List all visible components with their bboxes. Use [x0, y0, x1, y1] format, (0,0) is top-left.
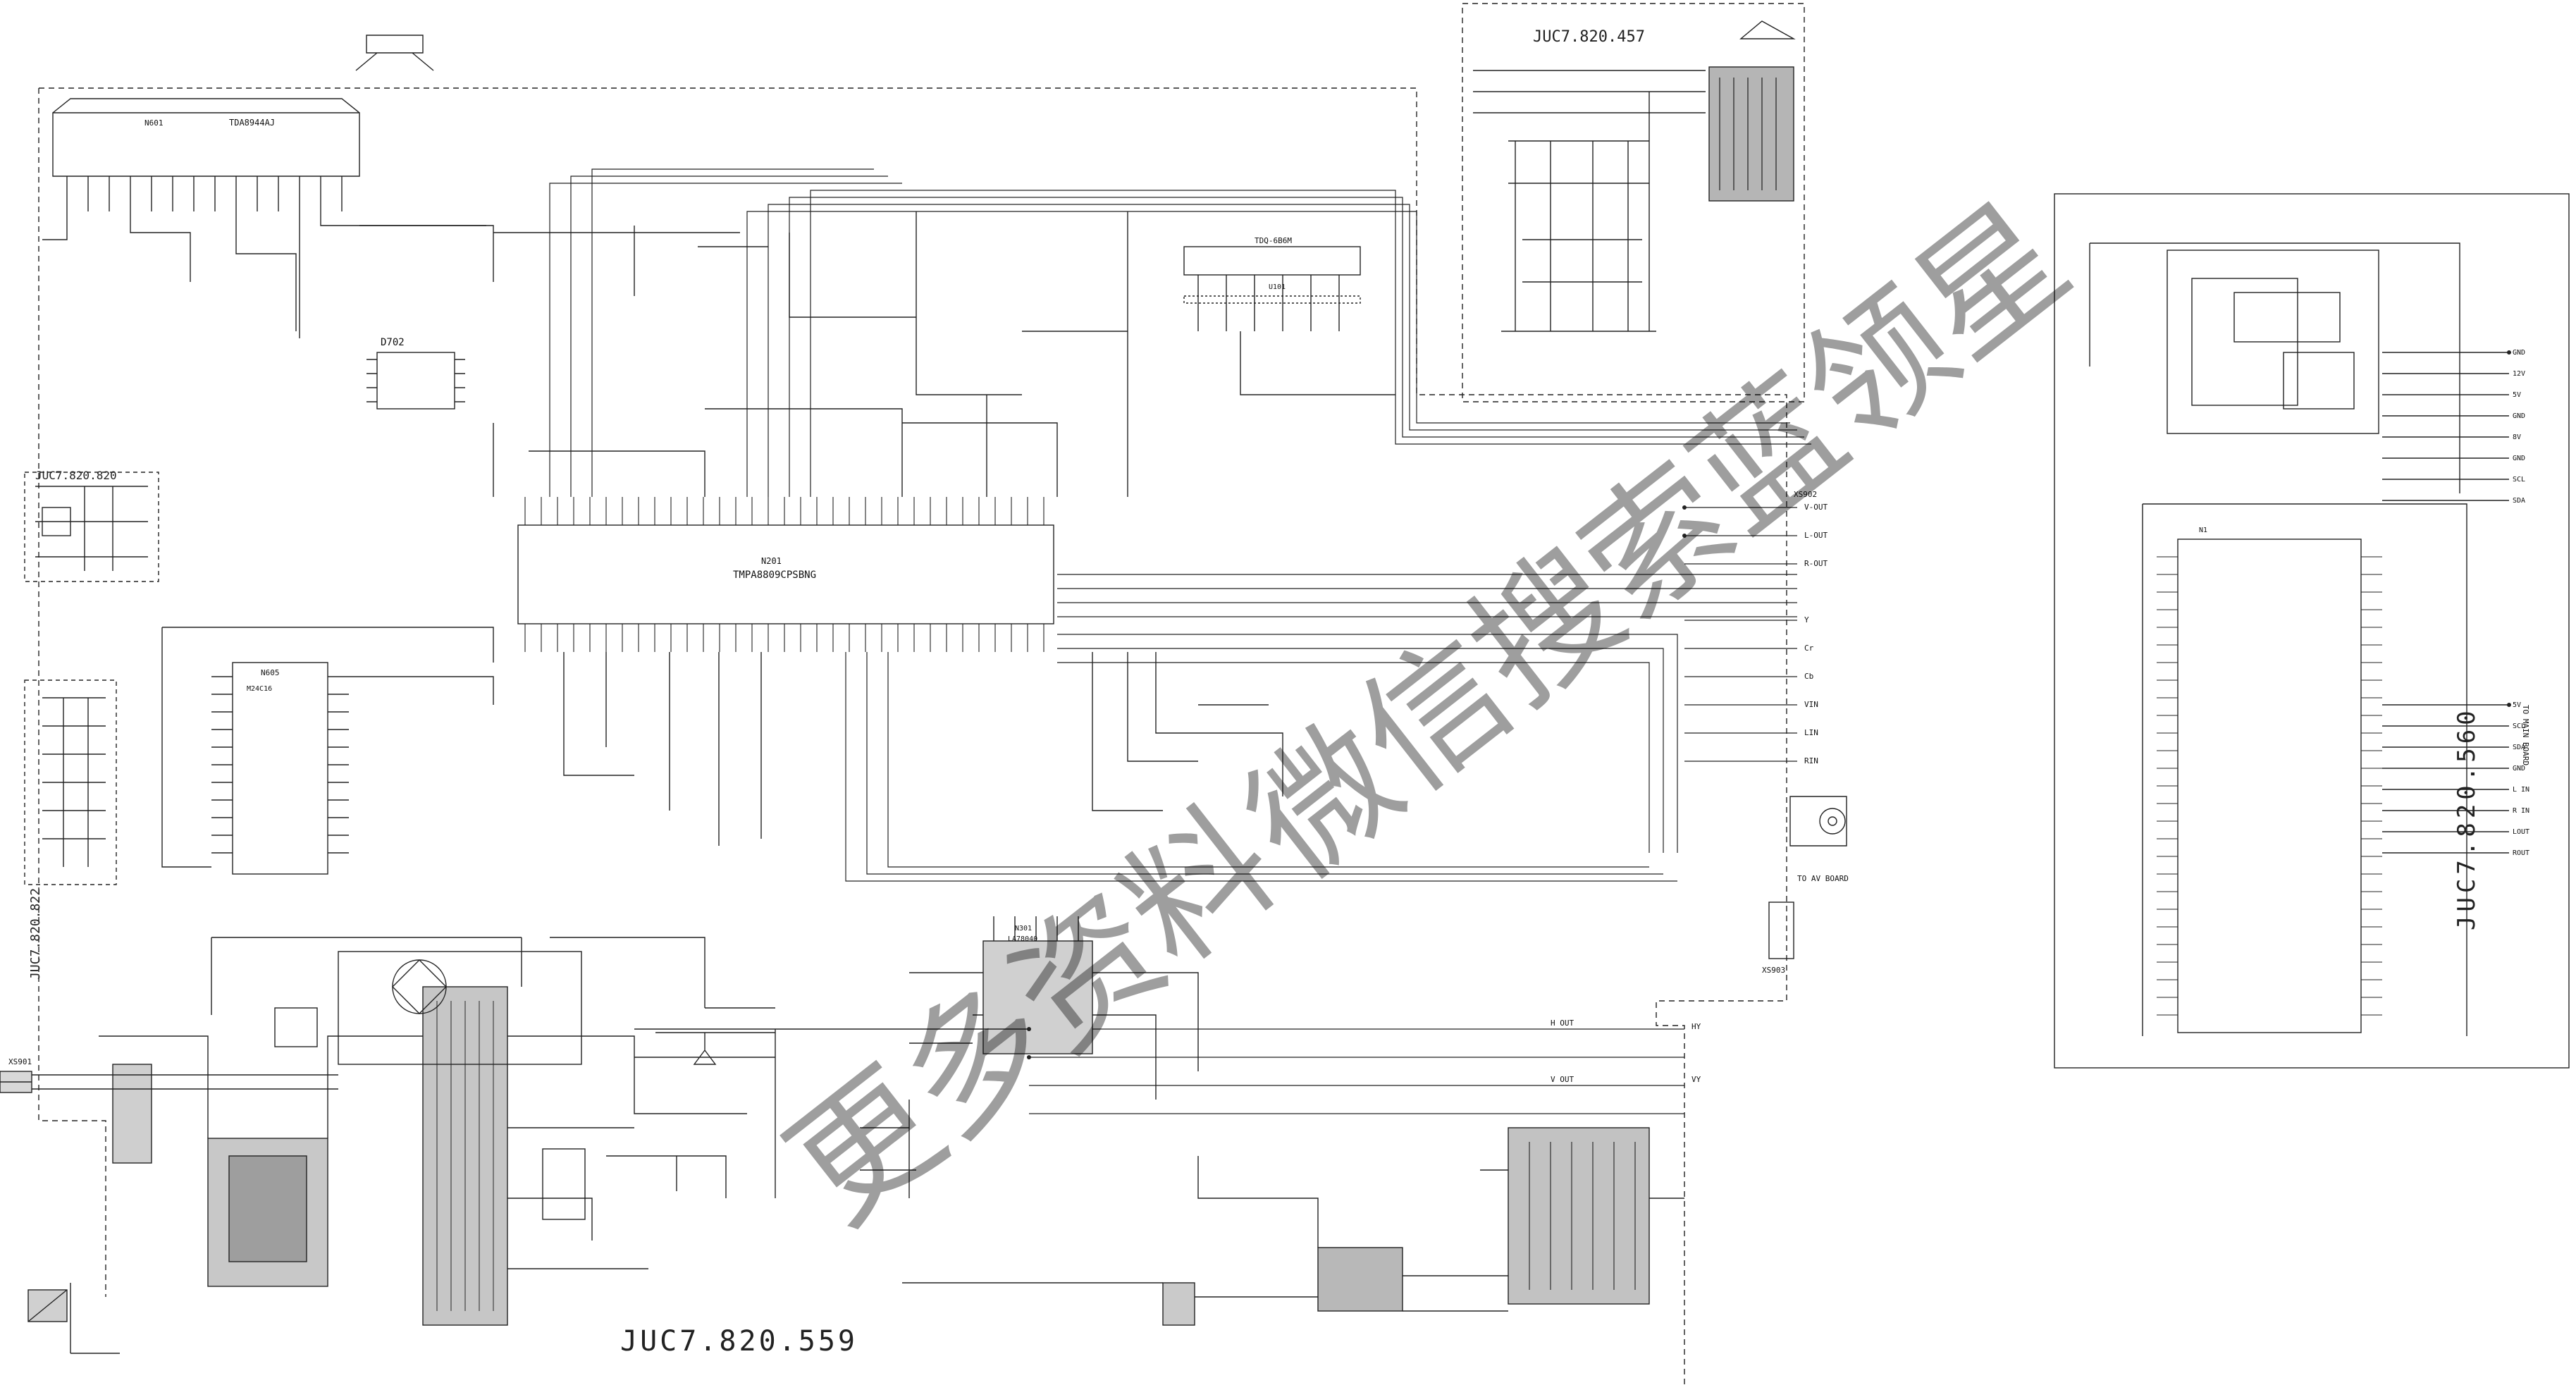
tuner-box [1183, 246, 1361, 276]
speaker-symbol [355, 35, 434, 71]
rtbus-3: GND [2513, 412, 2525, 420]
field-ic-ref: N301 [1015, 925, 1032, 933]
rtbus-6: SCL [2513, 476, 2525, 484]
conn-xs901: XS901 [8, 1057, 32, 1066]
main-chip-ref: N201 [761, 556, 782, 566]
sig-rout: R-OUT [1804, 559, 1828, 568]
d702-body [376, 352, 455, 410]
rtbus-4: 8V [2513, 433, 2521, 441]
sig-to-main: TO MAIN BOARD [2521, 705, 2530, 765]
eeprom-ref: N605 [261, 668, 280, 677]
field-ic [982, 940, 1093, 1054]
sound-proc-body [2177, 539, 2362, 1033]
sig-cb: Cb [1804, 672, 1813, 681]
board-label-457: JUC7.820.457 [1533, 28, 1645, 46]
tuner-part: TDQ-6B6M [1255, 236, 1292, 245]
main-chip-part: TMPA8809CPSBNG [733, 570, 816, 581]
rbus-4: L IN [2513, 786, 2529, 794]
board-822-outline [24, 679, 117, 885]
tuner-ref: U101 [1269, 283, 1286, 291]
sig-cr: Cr [1804, 644, 1814, 653]
rbus-0: 5V [2513, 701, 2521, 709]
board-label-559: JUC7.820.559 [620, 1325, 858, 1358]
board-457-outline [1462, 3, 1805, 402]
board-560-outline [2054, 193, 2570, 1069]
d702-ref: D702 [381, 337, 405, 348]
rtbus-2: 5V [2513, 391, 2521, 399]
board-label-560: JUC7.820.560 [2453, 706, 2481, 930]
field-ic-part: LA78040 [1008, 935, 1037, 943]
sig-lout: L-OUT [1804, 531, 1828, 540]
sig-rin: RIN [1804, 756, 1818, 765]
hdrive-transformer [1162, 1282, 1195, 1326]
conn-xs902: XS902 [1794, 490, 1817, 499]
conn-xs903: XS903 [1762, 966, 1785, 975]
eeprom-part: M24C16 [247, 685, 272, 693]
sig-vout: V-OUT [1804, 503, 1828, 512]
n605-body [232, 662, 328, 875]
sig-hy: HY [1691, 1022, 1701, 1031]
flyback [1508, 1127, 1650, 1305]
board-label-820: JUC7.820.820 [35, 469, 117, 482]
main-board-outline [38, 87, 1787, 1389]
sig-vout-yoke: V OUT [1551, 1075, 1574, 1084]
sig-y: Y [1804, 615, 1809, 624]
rtbus-1: 12V [2513, 370, 2525, 378]
rbus-1: SCL [2513, 722, 2525, 730]
sig-hout: H OUT [1551, 1018, 1574, 1028]
sound-proc-ref: N1 [2199, 527, 2207, 534]
rbus-2: SDA [2513, 744, 2525, 751]
sig-lin: LIN [1804, 728, 1818, 737]
rtbus-5: GND [2513, 455, 2525, 462]
sig-vy: VY [1691, 1075, 1701, 1084]
rtbus-7: SDA [2513, 497, 2525, 505]
board-label-822: JUC7.820.822 [28, 887, 43, 980]
rtbus-0: GND [2513, 349, 2525, 357]
board-820-outline [24, 472, 159, 582]
main-chip-body [517, 524, 1054, 624]
rbus-6: LOUT [2513, 828, 2529, 836]
audio-amp-body [52, 98, 360, 177]
main-chip-pins-top [524, 497, 1044, 652]
sig-vin: VIN [1804, 700, 1818, 709]
sig-to-av: TO AV BOARD [1797, 874, 1849, 883]
av-jack [1819, 808, 1846, 835]
rbus-7: ROUT [2513, 849, 2529, 857]
board-457-shaded [1708, 66, 1794, 202]
rbus-5: R IN [2513, 807, 2529, 815]
audio-amp-ref: N601 [144, 118, 164, 128]
rbus-3: GND [2513, 765, 2525, 773]
fuse-block [112, 1064, 152, 1164]
main-signal-bus [549, 168, 1811, 1114]
hout-transistor [1317, 1247, 1403, 1312]
audio-amp-part: TDA8944AJ [229, 118, 275, 128]
right-top-ic [2167, 250, 2379, 434]
